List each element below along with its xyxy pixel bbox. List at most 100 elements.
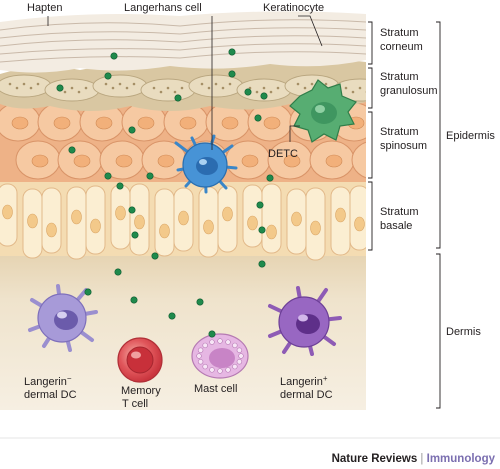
label-granulosum-1: Stratum <box>380 71 419 83</box>
spinosum-nucleus <box>157 154 175 168</box>
keratohyalin-granule <box>373 87 376 90</box>
mast-granule <box>232 363 238 370</box>
hapten-dot <box>131 231 139 239</box>
hapten-dot <box>258 260 266 268</box>
keratohyalin-granule <box>63 90 67 94</box>
granulosum-cell <box>140 78 196 102</box>
langerin-positive-dc <box>268 286 342 356</box>
mast-granule <box>202 363 208 370</box>
basale-nucleus <box>115 205 126 221</box>
keratohyalin-granule <box>269 90 273 94</box>
hapten-dot <box>128 206 136 214</box>
label-dermis: Dermis <box>446 326 481 338</box>
spinosum-nucleus <box>95 116 113 130</box>
mast-granule <box>197 347 204 353</box>
hapten-dot <box>130 296 138 304</box>
hapten-dot <box>104 172 112 180</box>
langerhans-cell <box>174 134 238 194</box>
hapten-dot <box>110 52 118 60</box>
hapten-dot <box>84 288 92 296</box>
label-memory-t-2: T cell <box>122 398 148 410</box>
hapten-dot <box>208 330 216 338</box>
label-spinosum-1: Stratum <box>380 126 419 138</box>
basale-nucleus <box>310 220 321 236</box>
basale-nucleus <box>46 222 57 238</box>
mast-granule <box>232 342 238 349</box>
spinosum-nucleus <box>283 154 301 168</box>
label-basale-2: basale <box>380 220 412 232</box>
footer-credit: Nature Reviews | Immunology <box>332 453 496 465</box>
label-langerin-neg-line1: Langerin− <box>24 374 72 388</box>
label-epidermis: Epidermis <box>446 130 495 142</box>
label-langerin-neg-line2: dermal DC <box>24 389 77 401</box>
spinosum-cell <box>351 141 366 179</box>
spinosum-nucleus <box>31 154 49 168</box>
hapten-dot <box>68 146 76 154</box>
basale-nucleus <box>159 223 170 239</box>
hapten-dot <box>254 114 262 122</box>
keratohyalin-granule <box>221 86 225 90</box>
mast-granule <box>197 359 204 365</box>
mast-granule <box>202 342 208 349</box>
hapten-dot <box>104 72 112 80</box>
mast-granule <box>217 368 223 374</box>
label-langerin-pos-line2: dermal DC <box>280 389 333 401</box>
basale-nucleus <box>203 219 214 235</box>
memory-t-cell <box>117 337 163 383</box>
basale-cells <box>0 183 366 261</box>
keratohyalin-granule <box>214 82 218 86</box>
spinosum-nucleus <box>115 154 133 168</box>
hapten-dot <box>56 84 64 92</box>
mast-cell <box>191 333 249 379</box>
keratohyalin-granule <box>132 82 136 86</box>
label-spinosum-2: spinosum <box>380 140 427 152</box>
spinosum-nucleus <box>368 155 384 167</box>
keratohyalin-granule <box>104 82 108 86</box>
keratohyalin-granule <box>159 90 163 94</box>
keratohyalin-granule <box>111 86 115 90</box>
spinosum-nucleus <box>241 154 259 168</box>
keratohyalin-granule <box>303 86 307 90</box>
granulosum-cell <box>44 78 100 102</box>
hapten-dot <box>151 252 159 260</box>
skin-section <box>0 11 384 410</box>
label-corneum-2: corneum <box>380 41 423 53</box>
keratohyalin-granule <box>207 86 211 90</box>
keratohyalin-granule <box>22 82 26 86</box>
keratohyalin-granule <box>15 86 19 90</box>
granulosum-cell <box>92 74 148 98</box>
granulosum-cell <box>0 74 52 98</box>
basale-nucleus <box>247 215 258 231</box>
label-basale-1: Stratum <box>380 206 419 218</box>
basale-nucleus <box>134 214 145 230</box>
keratohyalin-granule <box>84 86 88 90</box>
keratohyalin-granule <box>200 82 204 86</box>
basale-nucleus <box>266 224 277 240</box>
hapten-dot <box>114 268 122 276</box>
keratohyalin-granule <box>166 86 170 90</box>
hapten-dot <box>244 88 252 96</box>
label-mast-cell: Mast cell <box>194 383 237 395</box>
label-hapten: Hapten <box>27 2 62 14</box>
keratohyalin-granule <box>365 91 366 93</box>
hapten-dot <box>128 126 136 134</box>
keratohyalin-granule <box>324 82 328 86</box>
keratohyalin-granule <box>36 82 40 86</box>
spinosum-nucleus <box>73 154 91 168</box>
hapten-dot <box>260 92 268 100</box>
keratohyalin-granule <box>8 82 12 86</box>
basale-nucleus <box>222 206 233 222</box>
label-keratinocyte: Keratinocyte <box>263 2 324 14</box>
hapten-dot <box>196 298 204 306</box>
label-detc: DETC <box>268 148 298 160</box>
basale-nucleus <box>2 204 13 220</box>
keratohyalin-granule <box>29 86 33 90</box>
basale-nucleus <box>71 209 82 225</box>
mast-granule <box>209 339 215 345</box>
keratohyalin-granule <box>125 86 129 90</box>
keratohyalin-granule <box>310 82 314 86</box>
keratohyalin-granule <box>70 86 74 90</box>
keratohyalin-granule <box>152 86 156 90</box>
